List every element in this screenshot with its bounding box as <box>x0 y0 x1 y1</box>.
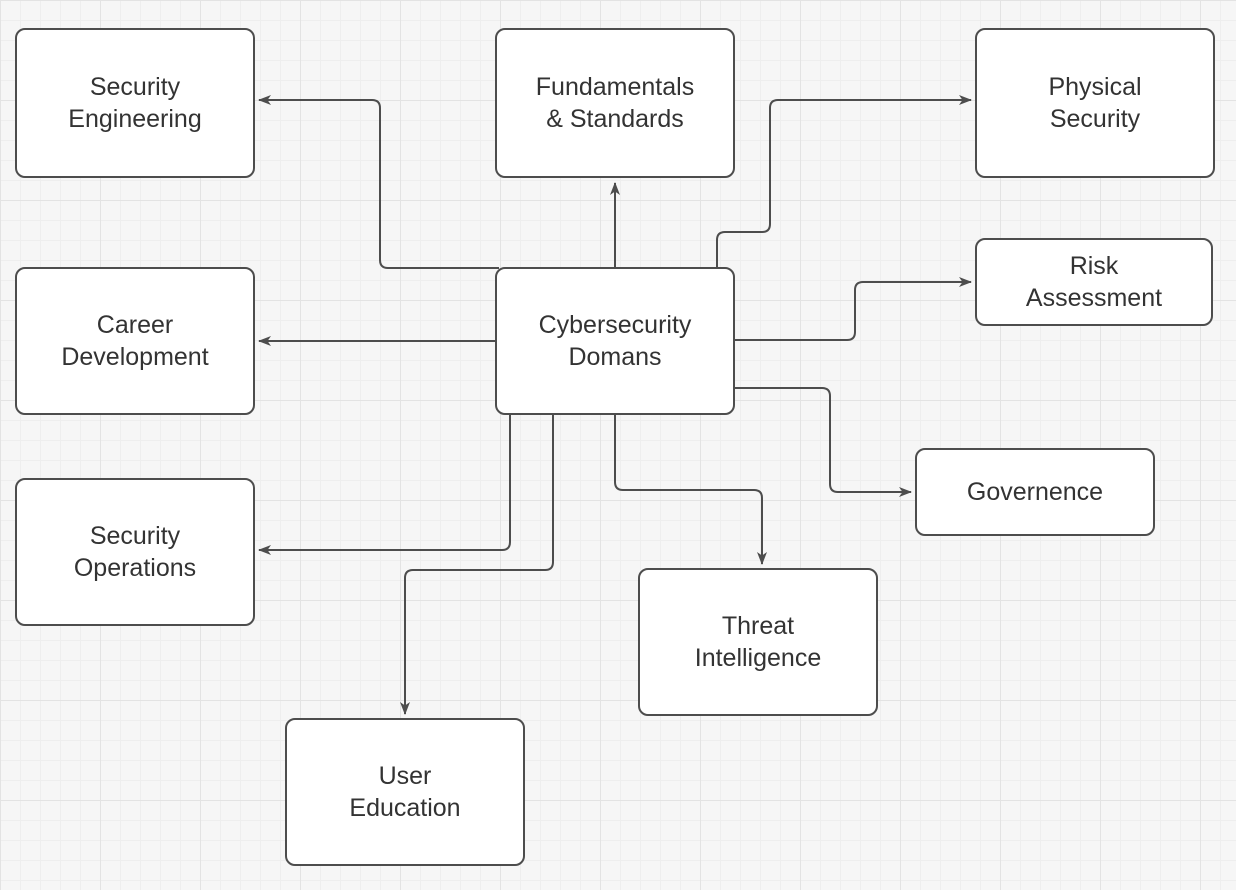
edge-domains-to-user-education[interactable] <box>400 415 554 715</box>
node-label: Governence <box>966 477 1104 506</box>
node-label: Security Operations <box>73 521 197 583</box>
edge-domains-to-threat-intelligence[interactable] <box>614 415 767 565</box>
edge-domains-to-security-operations[interactable] <box>258 415 511 555</box>
node-physical-security[interactable]: Physical Security <box>975 28 1215 178</box>
node-label: Physical Security <box>1048 72 1142 134</box>
node-label: Fundamentals & Standards <box>535 72 695 134</box>
edge-domains-to-governence[interactable] <box>735 387 912 497</box>
node-cybersecurity-domains[interactable]: Cybersecurity Domans <box>495 267 735 415</box>
edge-domains-to-security-engineering[interactable] <box>258 95 499 269</box>
node-security-operations[interactable]: Security Operations <box>15 478 255 626</box>
node-governence[interactable]: Governence <box>915 448 1155 536</box>
node-label: Career Development <box>61 310 209 372</box>
node-career-development[interactable]: Career Development <box>15 267 255 415</box>
edge-domains-to-physical-security[interactable] <box>716 95 972 267</box>
node-label: Cybersecurity Domans <box>538 310 692 372</box>
node-security-engineering[interactable]: Security Engineering <box>15 28 255 178</box>
node-fundamentals-standards[interactable]: Fundamentals & Standards <box>495 28 735 178</box>
node-label: Risk Assessment <box>1025 251 1163 313</box>
node-label: Threat Intelligence <box>694 611 822 673</box>
edge-domains-to-risk-assessment[interactable] <box>735 277 972 341</box>
node-label: Security Engineering <box>68 72 202 134</box>
node-risk-assessment[interactable]: Risk Assessment <box>975 238 1213 326</box>
node-user-education[interactable]: User Education <box>285 718 525 866</box>
node-threat-intelligence[interactable]: Threat Intelligence <box>638 568 878 716</box>
node-label: User Education <box>349 761 461 823</box>
